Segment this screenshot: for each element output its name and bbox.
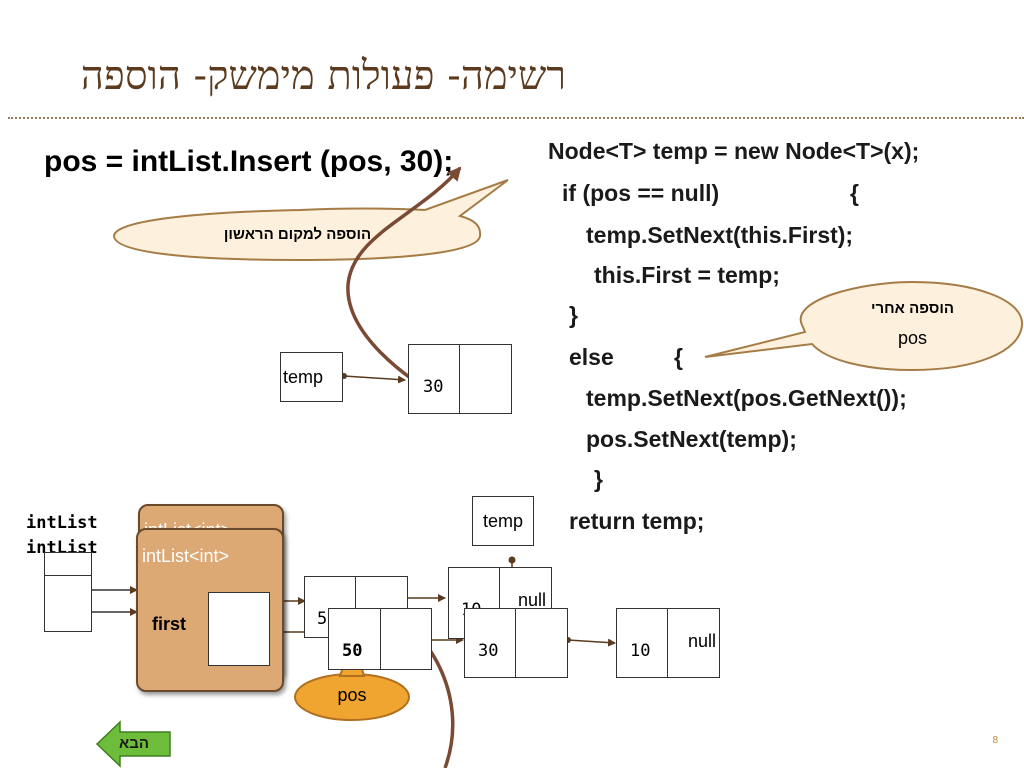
intlist-card-front-title: intList<int> (142, 546, 230, 566)
code-line-2-brace: { (850, 180, 859, 206)
null-back-label: null (518, 590, 547, 610)
intlist-card-front: intList<int> first (136, 528, 284, 692)
intlist-first-box (208, 592, 270, 666)
node-30-mid-next (515, 608, 568, 678)
code-line-7: temp.SetNext(pos.GetNext()); (586, 385, 907, 411)
node-10-end-label: 10 (630, 641, 651, 661)
callout-insert-after-line1: הוספה אחרי (871, 300, 954, 317)
node-30-top-value: 30 (408, 344, 460, 414)
callout-first-bubble (112, 179, 509, 262)
code-line-1: Node<T> temp = new Node<T>(x); (548, 138, 920, 164)
code-line-8: pos.SetNext(temp); (586, 426, 797, 452)
code-line-5: } (569, 302, 578, 328)
insert-statement: pos = intList.Insert (pos, 30); (44, 145, 454, 178)
node-30-mid-label: 30 (478, 641, 499, 661)
code-line-6: else (569, 344, 614, 370)
code-line-4: this.First = temp; (594, 262, 780, 288)
next-button[interactable]: הבא (97, 722, 171, 766)
var-intlist-slot-1 (44, 552, 92, 576)
next-arrow-shape (95, 720, 171, 768)
page-number: 8 (992, 735, 998, 746)
node-10-end-value: 10 (616, 608, 668, 678)
code-line-10: return temp; (569, 508, 705, 534)
node-50-front-next (380, 608, 432, 670)
code-line-2: if (pos == null) (562, 180, 720, 206)
callout-insert-first: הוספה למקום הראשון (223, 226, 372, 243)
code-line-6-brace: { (674, 344, 683, 370)
var-intlist-slot-2 (44, 575, 92, 632)
var-intlist-1: intList (26, 513, 98, 533)
curve-to-statement (346, 166, 462, 398)
callout-insert-after-line2: pos (897, 328, 928, 348)
node-30-top-label: 30 (423, 377, 444, 397)
node-30-top-next (459, 344, 512, 414)
null-end-label: null (688, 631, 717, 651)
intlist-first-label: first (152, 614, 187, 634)
callout-after-bubble (704, 280, 1024, 372)
pos-label: pos (337, 685, 367, 705)
node-50-front-label: 50 (342, 641, 363, 661)
node-10-end-next: null (667, 608, 720, 678)
title-divider (8, 117, 1024, 119)
code-line-9: } (594, 466, 603, 492)
slide-title: רשימה- פעולות מימשק- הוספה (80, 53, 566, 99)
temp-box-mid: temp (472, 496, 534, 546)
node-50-front-value: 50 (328, 608, 381, 670)
code-line-3: temp.SetNext(this.First); (586, 222, 854, 248)
next-button-label: הבא (119, 735, 149, 752)
node-30-mid-value: 30 (464, 608, 516, 678)
temp-box-top: temp (280, 352, 343, 402)
